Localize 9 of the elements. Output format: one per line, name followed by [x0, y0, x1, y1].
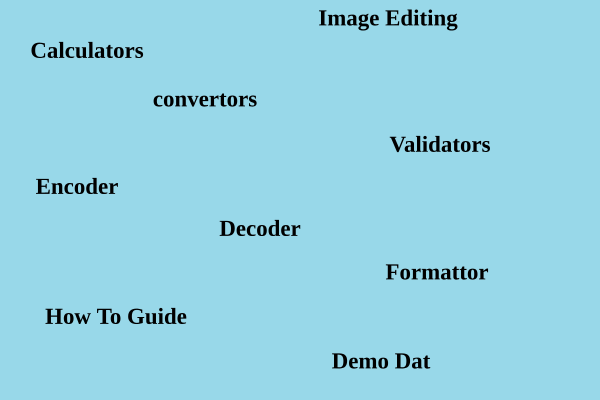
- text-label: Calculators: [32, 42, 144, 58]
- text-label: Formattor: [386, 264, 488, 280]
- text-label: How To Guide: [46, 308, 186, 324]
- text-label: Decoder: [220, 220, 300, 236]
- text-label: convertors: [154, 93, 257, 107]
- text-label: Demo Dat: [332, 353, 430, 369]
- text-label: Validators: [390, 136, 490, 152]
- text-label: Image Editing: [319, 10, 458, 30]
- text-label: Encoder: [36, 178, 118, 194]
